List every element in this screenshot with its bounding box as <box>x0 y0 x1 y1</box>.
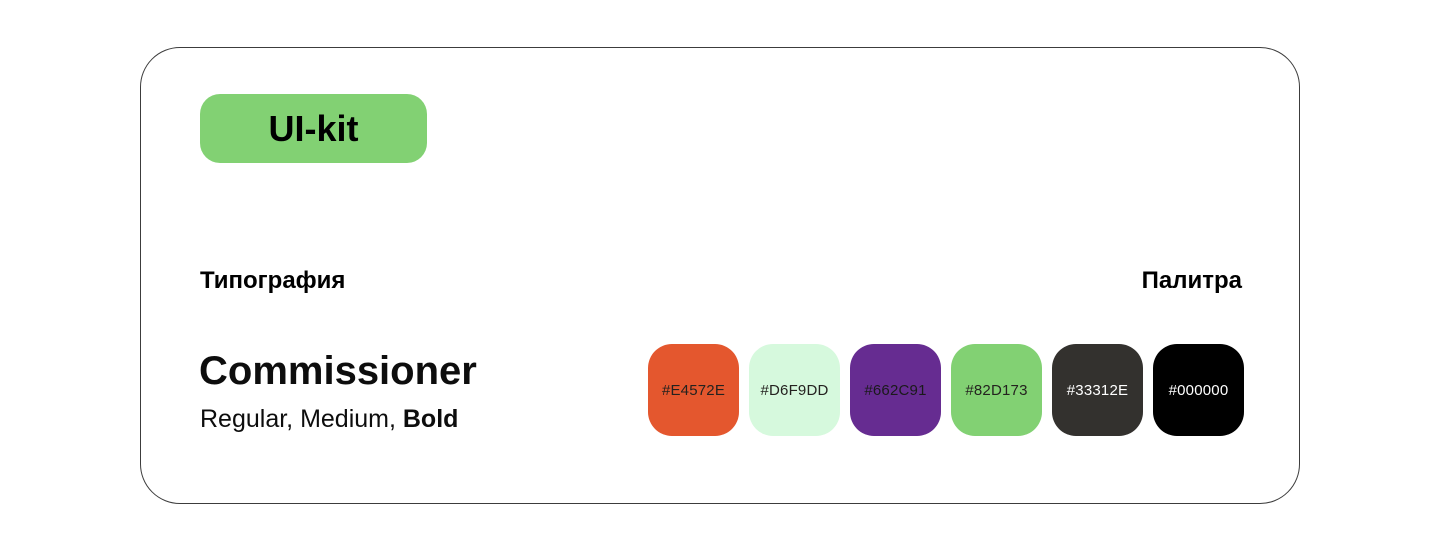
font-weights-list: Regular, Medium, Bold <box>200 404 458 434</box>
swatch-hex-label: #D6F9DD <box>760 381 829 399</box>
color-swatch[interactable]: #662C91 <box>850 344 941 436</box>
color-swatch[interactable]: #E4572E <box>648 344 739 436</box>
palette-swatch-row: #E4572E #D6F9DD #662C91 #82D173 #33312E … <box>648 344 1244 436</box>
color-swatch[interactable]: #82D173 <box>951 344 1042 436</box>
swatch-hex-label: #82D173 <box>965 381 1028 399</box>
palette-section-heading: Палитра <box>1141 267 1242 294</box>
swatch-hex-label: #33312E <box>1066 381 1129 399</box>
font-weight-regular: Regular, <box>200 405 301 433</box>
color-swatch[interactable]: #33312E <box>1052 344 1143 436</box>
ui-kit-badge[interactable]: UI-kit <box>200 94 427 163</box>
color-swatch[interactable]: #D6F9DD <box>749 344 840 436</box>
swatch-hex-label: #E4572E <box>661 381 726 399</box>
font-name: Commissioner <box>199 349 477 393</box>
swatch-hex-label: #000000 <box>1168 381 1229 399</box>
typography-section-heading: Типография <box>200 267 346 294</box>
font-weight-bold: Bold <box>402 405 459 433</box>
ui-kit-card: UI-kit Типография Палитра Commissioner R… <box>140 47 1300 504</box>
font-weight-medium: Medium, <box>300 405 403 433</box>
swatch-hex-label: #662C91 <box>864 381 927 399</box>
color-swatch[interactable]: #000000 <box>1153 344 1244 436</box>
